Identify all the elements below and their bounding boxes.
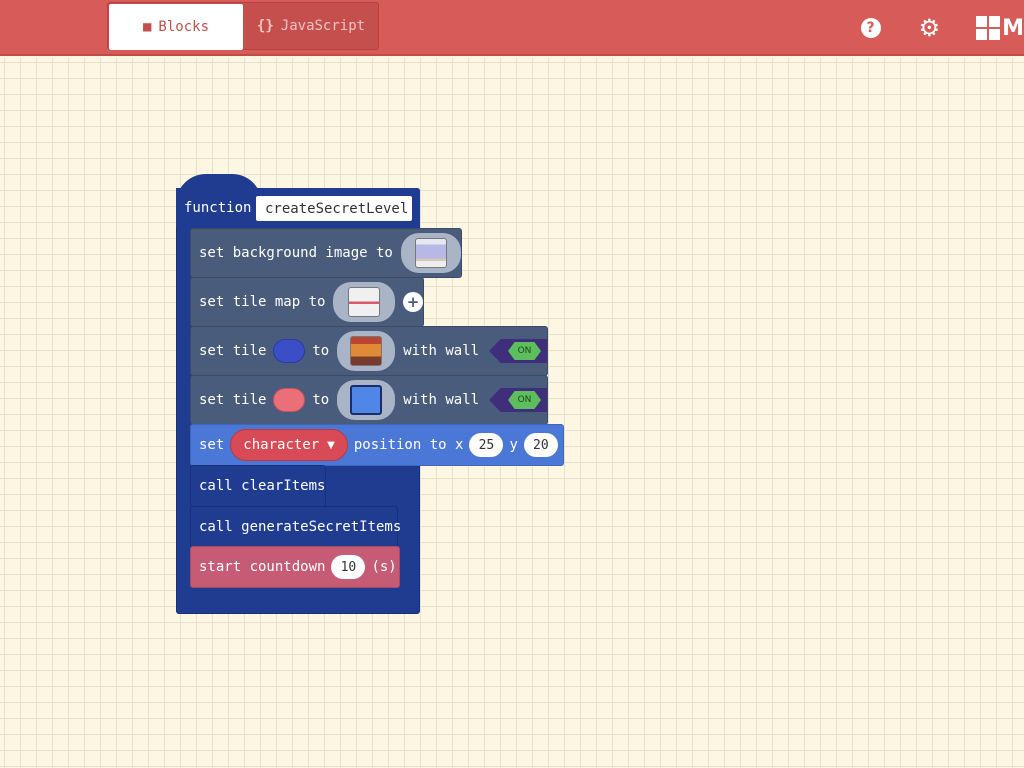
blocks-tab[interactable]: ■ Blocks [109,4,243,50]
tilemap-picker[interactable] [333,282,396,322]
tile-image-picker[interactable] [337,380,396,420]
toggle-on-label: ON [508,342,542,360]
menu-grid-icon[interactable] [976,16,1001,40]
set-tilemap-block[interactable]: set tile map to + [190,277,424,327]
countdown-unit: (s) [371,559,397,575]
set-label: set [199,437,225,453]
javascript-tab-label: JavaScript [280,18,366,34]
toolbar-actions: ? ⚙ M [860,0,1024,56]
background-image-picker[interactable] [400,233,461,273]
toggle-on-label: ON [508,391,542,409]
with-wall-label: with wall [403,392,480,408]
editor-toggle: ■ Blocks {} JavaScript [107,2,379,50]
call-generate-items-block[interactable]: call generateSecretItems [190,506,402,548]
function-keyword: function [184,200,252,216]
variable-dropdown[interactable]: character ▼ [230,429,348,461]
variable-name: character [243,437,320,453]
set-tile-label: set tile [199,392,267,408]
countdown-value-field[interactable]: 10 [331,555,366,579]
help-icon[interactable]: ? [860,18,881,38]
set-position-block[interactable]: set character ▼ position to x 25 y 20 [190,424,564,466]
caret-down-icon: ▼ [327,439,335,451]
tile-thumbnail [350,336,383,366]
set-tilemap-label: set tile map to [199,294,326,310]
truncated-label: M [1002,15,1024,41]
wall-toggle[interactable]: ON [489,388,548,412]
puzzle-icon: ■ [142,19,152,35]
add-icon[interactable]: + [403,292,423,312]
tile-color-picker[interactable] [273,339,306,363]
braces-icon: {} [256,18,274,34]
to-label: to [312,392,330,408]
set-background-label: set background image to [199,245,393,261]
to-label: to [312,343,330,359]
set-background-block[interactable]: set background image to [190,228,462,278]
top-toolbar: ■ Blocks {} JavaScript ? ⚙ M [0,0,1024,56]
tilemap-thumbnail [348,287,381,317]
with-wall-label: with wall [403,343,480,359]
call-clear-items-label: call clearItems [199,478,326,494]
tile-color-picker[interactable] [273,388,306,412]
call-clear-items-block[interactable]: call clearItems [190,465,326,507]
start-countdown-block[interactable]: start countdown 10 (s) [190,546,400,588]
tile-thumbnail [350,385,383,415]
set-tile-block[interactable]: set tile to with wall ON [190,375,548,425]
set-tile-block[interactable]: set tile to with wall ON [190,326,548,376]
function-name-field[interactable]: createSecretLevel [256,196,412,221]
block-canvas: function createSecretLevel set backgroun… [176,174,564,614]
background-thumbnail [414,238,447,268]
position-label: position to x [353,437,464,453]
y-value-field[interactable]: 20 [523,433,558,457]
x-value-field[interactable]: 25 [469,433,504,457]
gear-icon[interactable]: ⚙ [918,14,941,42]
countdown-label: start countdown [199,559,326,575]
tile-image-picker[interactable] [337,331,396,371]
call-generate-items-label: call generateSecretItems [199,519,402,535]
javascript-tab[interactable]: {} JavaScript [244,3,378,49]
wall-toggle[interactable]: ON [489,339,548,363]
y-label: y [509,437,518,453]
blocks-tab-label: Blocks [158,19,209,35]
set-tile-label: set tile [199,343,267,359]
